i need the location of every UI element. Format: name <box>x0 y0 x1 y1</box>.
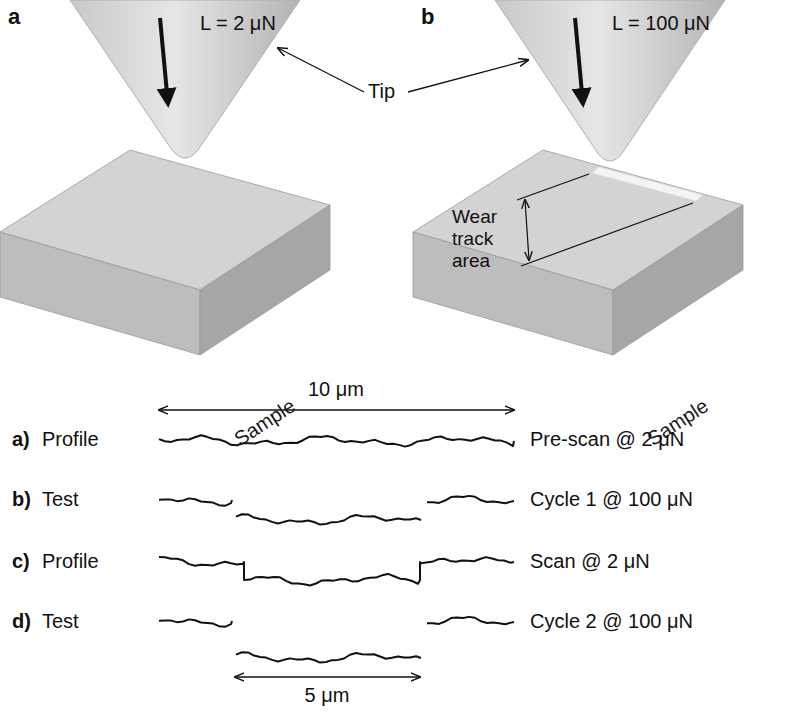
panel-letter: a <box>8 4 20 29</box>
dimension-label: Wear track area <box>452 206 516 272</box>
step-name: Profile <box>42 550 99 573</box>
load-label: L = 2 μN <box>200 12 276 35</box>
step-letter: c) <box>12 550 30 573</box>
step-letter: a) <box>12 428 30 451</box>
afm-tip <box>70 0 300 158</box>
step-note: Cycle 2 @ 100 μN <box>530 610 693 633</box>
step-name: Test <box>42 488 79 511</box>
profile-trace <box>236 514 421 524</box>
block-left-face <box>0 232 200 355</box>
step-note: Scan @ 2 μN <box>530 550 650 573</box>
profile-trace <box>159 619 232 626</box>
step-letter: d) <box>12 610 31 633</box>
load-arrow <box>160 18 168 104</box>
block-left-face <box>413 232 613 355</box>
panel-letter: b <box>421 4 434 29</box>
profile-trace <box>159 557 514 586</box>
extension-line <box>521 203 693 266</box>
profile-trace <box>236 652 421 662</box>
part-label: Tip <box>368 80 395 103</box>
profile-trace <box>159 498 232 505</box>
step-name: Profile <box>42 428 99 451</box>
pointer-arrow <box>278 48 364 92</box>
block-right-face <box>613 205 743 355</box>
step-name: Test <box>42 610 79 633</box>
load-label: L = 100 μN <box>612 12 710 35</box>
pointer-arrow <box>408 60 528 92</box>
dimension-arrow <box>235 676 420 677</box>
afm-tip <box>495 0 725 161</box>
wear-track <box>592 167 703 201</box>
step-note: Pre-scan @ 2 μN <box>530 428 684 451</box>
dimension-arrow <box>159 409 514 410</box>
profile-trace <box>427 617 514 624</box>
load-arrow <box>575 18 583 104</box>
block-outline <box>0 140 340 360</box>
step-note: Cycle 1 @ 100 μN <box>530 488 693 511</box>
step-letter: b) <box>12 488 31 511</box>
dimension-arrow <box>525 200 529 260</box>
profile-trace <box>159 435 514 446</box>
dimension-label: 10 μm <box>308 378 364 401</box>
extension-line <box>517 174 589 200</box>
profile-trace <box>427 496 514 503</box>
dimension-label: 5 μm <box>305 684 350 707</box>
block-right-face <box>200 205 330 355</box>
sample-block: Sample <box>0 140 340 360</box>
